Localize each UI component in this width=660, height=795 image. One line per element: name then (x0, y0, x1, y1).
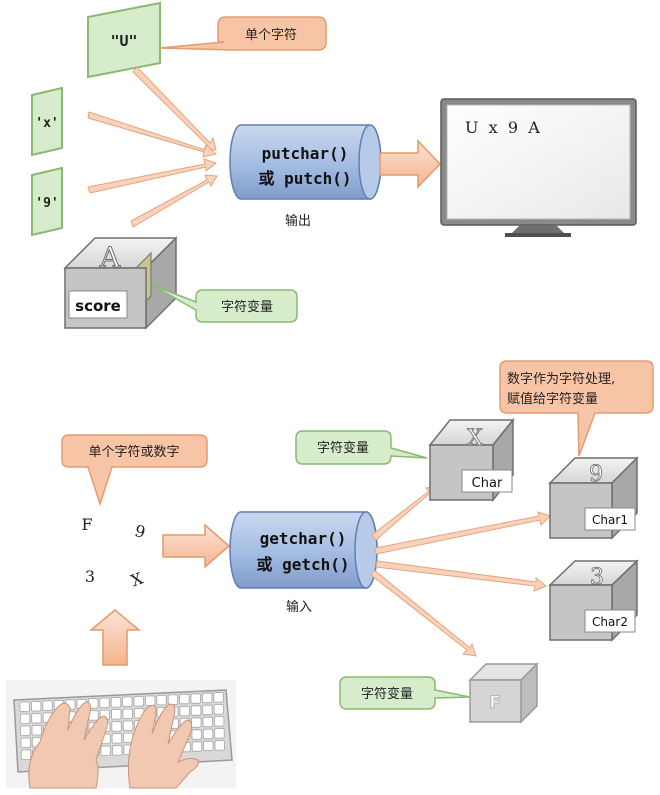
keyboard-key (133, 696, 144, 707)
getchar-line2: 或 getch() (256, 555, 349, 574)
char1-box: 9 Char1 (548, 456, 639, 540)
getchar-cylinder: getchar() 或 getch() (229, 511, 378, 589)
keyboard-key (213, 692, 224, 703)
f-box-letter: F (489, 693, 501, 713)
keyboard-key (99, 697, 110, 708)
callout-char-var-input-bottom-text: 字符变量 (361, 686, 413, 702)
keyboard-key (191, 729, 202, 740)
keyboard-key (112, 745, 123, 756)
char-card-U: "U" (87, 1, 161, 79)
keyboard-key (31, 713, 42, 724)
char-card-9: '9' (31, 166, 63, 237)
keyboard-key (30, 701, 42, 712)
monitor-text: U x 9 A (465, 118, 540, 137)
keyboard-key (110, 697, 122, 708)
score-box-label: score (75, 297, 121, 315)
callout-single-char-text: 单个字符 (245, 27, 297, 43)
keyboard-key (214, 728, 225, 739)
char2-box-label: Char2 (592, 615, 628, 629)
keyboard-key (100, 745, 111, 756)
keyboard-key (42, 700, 53, 711)
keyboard-hands-image (6, 680, 236, 789)
arrow-up-from-keyboard (88, 609, 142, 666)
callout-digit-as-char-line2: 赋值给字符变量 (507, 391, 598, 407)
callout-char-var-output-text: 字符变量 (221, 299, 273, 315)
callout-digit-as-char-line1: 数字作为字符处理, (507, 371, 615, 387)
monitor: U x 9 A (440, 98, 637, 237)
char-box: X Char (428, 417, 515, 503)
keyboard-key (203, 740, 214, 752)
f-box: F (468, 662, 539, 724)
putchar-line1: putchar() (262, 144, 349, 163)
arrow-to-getchar (162, 523, 231, 569)
keyboard-key (202, 704, 213, 716)
keyboard-key (144, 695, 156, 706)
char-card-9-label: '9' (35, 196, 58, 211)
callout-char-var-input-bottom: 字符变量 (339, 676, 471, 710)
keyboard-key (111, 721, 122, 732)
keyboard-key (20, 749, 32, 760)
char-card-U-label: "U" (110, 32, 137, 50)
char-box-label: Char (472, 476, 503, 491)
keyboard-key (179, 705, 190, 717)
char1-box-label: Char1 (592, 513, 628, 527)
diverge-arrows (370, 484, 551, 657)
callout-char-var-input-top-text: 字符变量 (317, 440, 369, 456)
keyboard-key (191, 717, 202, 728)
char-card-x-label: 'x' (35, 116, 58, 131)
char-box-letter: X (467, 426, 483, 451)
putchar-cylinder: putchar() 或 putch() (229, 124, 382, 200)
score-box-letter: A (99, 241, 121, 274)
callout-char-var-input-top: 字符变量 (295, 430, 428, 465)
scattered-9: 9 (133, 521, 148, 542)
keyboard-key (213, 704, 225, 715)
char2-box-letter: 3 (590, 565, 604, 590)
char1-box-letter: 9 (589, 462, 603, 487)
arrow-to-monitor (379, 139, 442, 189)
callout-single-or-digit-text: 单个字符或数字 (88, 444, 179, 460)
keyboard-key (167, 694, 179, 705)
putchar-line2: 或 putch() (258, 169, 351, 188)
converge-arrows (87, 66, 218, 228)
callout-single-or-digit: 单个字符或数字 (61, 434, 208, 507)
callout-single-char: 单个字符 (159, 16, 327, 51)
keyboard-key (19, 713, 31, 724)
keyboard-key (156, 695, 167, 706)
keyboard-key (20, 737, 31, 748)
keyboard-key (122, 696, 133, 707)
keyboard-key (31, 725, 42, 736)
input-caption: 输入 (286, 599, 312, 615)
char-card-x: 'x' (31, 86, 63, 157)
keyboard-key (214, 740, 225, 751)
keyboard-key (190, 705, 202, 716)
scattered-F: F (81, 515, 92, 534)
callout-digit-as-char: 数字作为字符处理, 赋值给字符变量 (499, 360, 654, 457)
output-caption: 输出 (285, 213, 311, 229)
keyboard-key (179, 693, 190, 705)
keyboard-key (191, 741, 203, 752)
keyboard-key (20, 725, 31, 736)
callout-char-var-output: 字符变量 (151, 284, 298, 323)
scattered-3: 3 (85, 567, 95, 586)
keyboard-key (122, 708, 133, 719)
score-box: A score (63, 236, 178, 330)
keyboard-key (111, 709, 122, 720)
keyboard-key (202, 728, 214, 740)
keyboard-key (122, 720, 134, 731)
keyboard-key (202, 716, 213, 728)
keyboard-key (201, 692, 213, 704)
keyboard-key (111, 733, 122, 744)
keyboard-key (190, 693, 201, 704)
keyboard-key (213, 716, 225, 727)
char2-box: 3 Char2 (548, 559, 639, 642)
scattered-X: X (128, 568, 146, 590)
keyboard-key (19, 701, 30, 712)
getchar-line1: getchar() (260, 529, 347, 548)
